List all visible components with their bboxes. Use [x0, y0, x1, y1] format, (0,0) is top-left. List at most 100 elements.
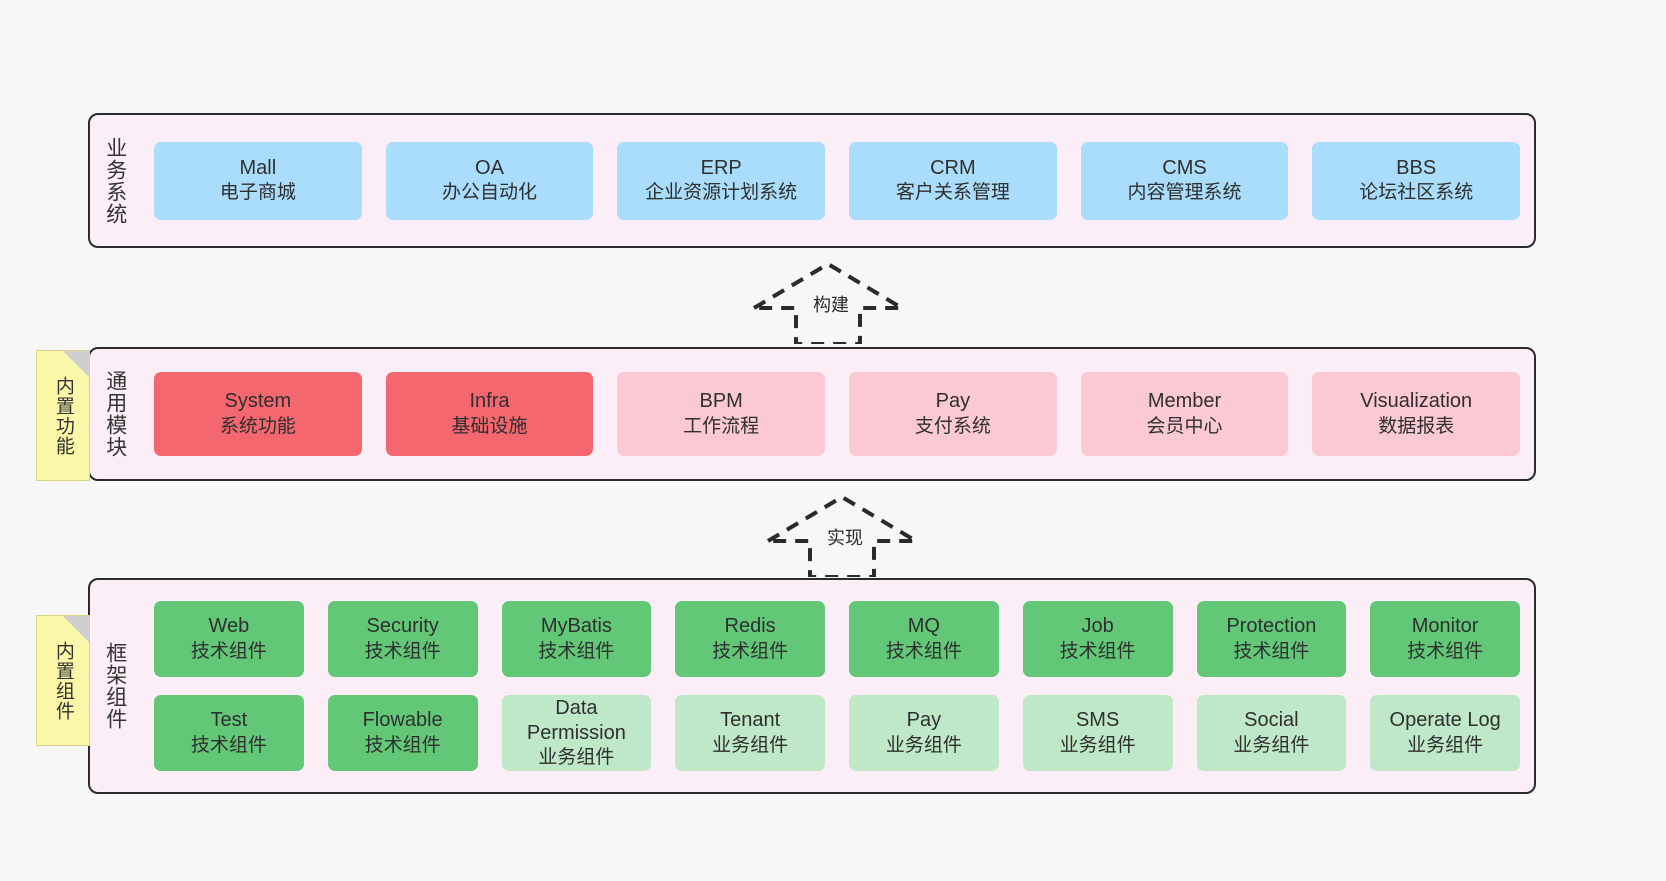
business-system-layer-body: Mall 电子商城 OA 办公自动化 ERP 企业资源计划系统 CRM 客户关系…: [140, 115, 1534, 246]
card-title-en: MQ: [907, 615, 940, 638]
card-title-en: System: [224, 390, 292, 413]
implement-arrow: 实现: [760, 491, 924, 579]
card-title-cn: 支付系统: [914, 415, 991, 437]
card-title-en: Redis: [724, 615, 776, 638]
card-title-en: Visualization: [1360, 390, 1473, 413]
sticky-note-label: 内置组件: [52, 640, 74, 721]
sticky-note-builtin-component: 内置组件: [36, 615, 90, 746]
framework-card-monitor[interactable]: Monitor 技术组件: [1370, 601, 1520, 677]
card-title-en: Data Permission: [526, 696, 626, 745]
sticky-note-builtin-function: 内置功能: [36, 350, 90, 481]
business-card-crm[interactable]: CRM 客户关系管理: [849, 141, 1057, 220]
framework-card-redis[interactable]: Redis 技术组件: [675, 601, 825, 677]
sticky-note-label: 内置功能: [52, 375, 74, 456]
card-title-cn: 系统功能: [219, 415, 296, 437]
framework-card-social[interactable]: Social 业务组件: [1196, 695, 1347, 771]
build-arrow-shape: [746, 261, 910, 346]
card-title-cn: 技术组件: [538, 640, 615, 662]
card-title-en: Security: [366, 615, 439, 638]
common-module-layer: 通用模块 System 系统功能 Infra 基础设施 BPM 工作流程 Pay…: [88, 347, 1536, 481]
framework-card-mq[interactable]: MQ 技术组件: [849, 601, 999, 677]
card-title-cn: 业务组件: [1407, 734, 1484, 756]
business-card-erp[interactable]: ERP 企业资源计划系统: [617, 141, 826, 220]
framework-card-mybatis[interactable]: MyBatis 技术组件: [501, 601, 652, 677]
card-title-cn: 技术组件: [190, 640, 267, 662]
framework-card-tenant[interactable]: Tenant 业务组件: [675, 695, 825, 771]
card-title-cn: 业务组件: [1233, 734, 1310, 756]
module-card-system[interactable]: System 系统功能: [154, 372, 362, 456]
framework-card-row-1: Web 技术组件 Security 技术组件 MyBatis 技术组件 Redi…: [154, 601, 1520, 677]
business-card-oa[interactable]: OA 办公自动化: [385, 141, 594, 220]
card-title-cn: 会员中心: [1146, 415, 1223, 437]
card-title-cn: 办公自动化: [442, 182, 538, 204]
page-fold-icon: [63, 351, 89, 377]
card-title-cn: 工作流程: [683, 415, 760, 437]
card-title-cn: 数据报表: [1378, 415, 1455, 437]
card-title-cn: 业务组件: [712, 734, 789, 756]
framework-card-operate-log[interactable]: Operate Log 业务组件: [1370, 695, 1520, 771]
business-card-bbs[interactable]: BBS 论坛社区系统: [1312, 141, 1521, 220]
card-title-cn: 技术组件: [364, 734, 441, 756]
business-card-mall[interactable]: Mall 电子商城: [154, 141, 362, 220]
card-title-en: Web: [208, 615, 250, 638]
framework-card-flowable[interactable]: Flowable 技术组件: [327, 695, 478, 771]
card-title-en: BPM: [699, 390, 743, 413]
module-card-visualization[interactable]: Visualization 数据报表: [1312, 372, 1521, 456]
card-title-cn: 内容管理系统: [1127, 182, 1242, 204]
card-title-cn: 基础设施: [451, 415, 528, 437]
card-title-en: Monitor: [1411, 615, 1479, 638]
card-title-cn: 业务组件: [1059, 734, 1136, 756]
framework-component-layer-title: 框架组件: [103, 642, 127, 730]
module-card-row: System 系统功能 Infra 基础设施 BPM 工作流程 Pay 支付系统…: [154, 372, 1521, 456]
card-title-en: CMS: [1162, 156, 1207, 179]
module-card-member[interactable]: Member 会员中心: [1080, 372, 1289, 456]
framework-card-sms[interactable]: SMS 业务组件: [1022, 695, 1173, 771]
card-title-en: Flowable: [362, 709, 443, 732]
card-title-en: Pay: [906, 709, 942, 732]
card-title-cn: 技术组件: [1407, 640, 1484, 662]
card-title-cn: 技术组件: [712, 640, 789, 662]
card-title-en: BBS: [1396, 156, 1437, 179]
build-arrow-label: 构建: [810, 291, 852, 317]
module-card-pay[interactable]: Pay 支付系统: [849, 372, 1057, 456]
module-card-bpm[interactable]: BPM 工作流程: [617, 372, 826, 456]
page-fold-icon: [63, 616, 89, 642]
module-card-infra[interactable]: Infra 基础设施: [385, 372, 594, 456]
framework-card-test[interactable]: Test 技术组件: [154, 695, 304, 771]
framework-card-security[interactable]: Security 技术组件: [327, 601, 478, 677]
framework-card-row-2: Test 技术组件 Flowable 技术组件 Data Permission …: [154, 695, 1520, 771]
card-title-en: OA: [475, 156, 504, 179]
card-title-en: Tenant: [720, 709, 781, 732]
card-title-cn: 论坛社区系统: [1359, 182, 1474, 204]
card-title-en: MyBatis: [540, 615, 612, 638]
card-title-en: Job: [1081, 615, 1114, 638]
business-card-row: Mall 电子商城 OA 办公自动化 ERP 企业资源计划系统 CRM 客户关系…: [154, 141, 1521, 220]
card-title-en: Test: [210, 709, 248, 732]
card-title-en: SMS: [1075, 709, 1120, 732]
card-title-cn: 技术组件: [1233, 640, 1310, 662]
implement-arrow-shape: [760, 494, 924, 579]
card-title-cn: 业务组件: [885, 734, 962, 756]
common-module-layer-title: 通用模块: [103, 370, 127, 458]
card-title-en: Mall: [239, 156, 277, 179]
business-system-layer-title: 业务系统: [103, 136, 127, 225]
card-title-en: Pay: [935, 390, 971, 413]
common-module-layer-body: System 系统功能 Infra 基础设施 BPM 工作流程 Pay 支付系统…: [140, 349, 1534, 479]
framework-component-layer: 框架组件 Web 技术组件 Security 技术组件 MyBatis 技术组件…: [88, 578, 1536, 794]
card-title-en: Infra: [469, 390, 510, 413]
card-title-en: Social: [1244, 709, 1299, 732]
card-title-cn: 技术组件: [190, 734, 267, 756]
card-title-cn: 客户关系管理: [895, 182, 1010, 204]
card-title-en: CRM: [930, 156, 976, 179]
framework-card-pay[interactable]: Pay 业务组件: [849, 695, 999, 771]
framework-card-web[interactable]: Web 技术组件: [154, 601, 304, 677]
framework-card-data-permission[interactable]: Data Permission 业务组件: [501, 695, 652, 771]
card-title-cn: 电子商城: [219, 182, 296, 204]
build-arrow: 构建: [746, 258, 910, 346]
framework-card-protection[interactable]: Protection 技术组件: [1196, 601, 1347, 677]
card-title-cn: 技术组件: [364, 640, 441, 662]
framework-component-layer-body: Web 技术组件 Security 技术组件 MyBatis 技术组件 Redi…: [140, 580, 1534, 792]
framework-card-job[interactable]: Job 技术组件: [1022, 601, 1173, 677]
business-card-cms[interactable]: CMS 内容管理系统: [1080, 141, 1289, 220]
business-system-layer: 业务系统 Mall 电子商城 OA 办公自动化 ERP 企业资源计划系统 CRM…: [88, 113, 1536, 248]
